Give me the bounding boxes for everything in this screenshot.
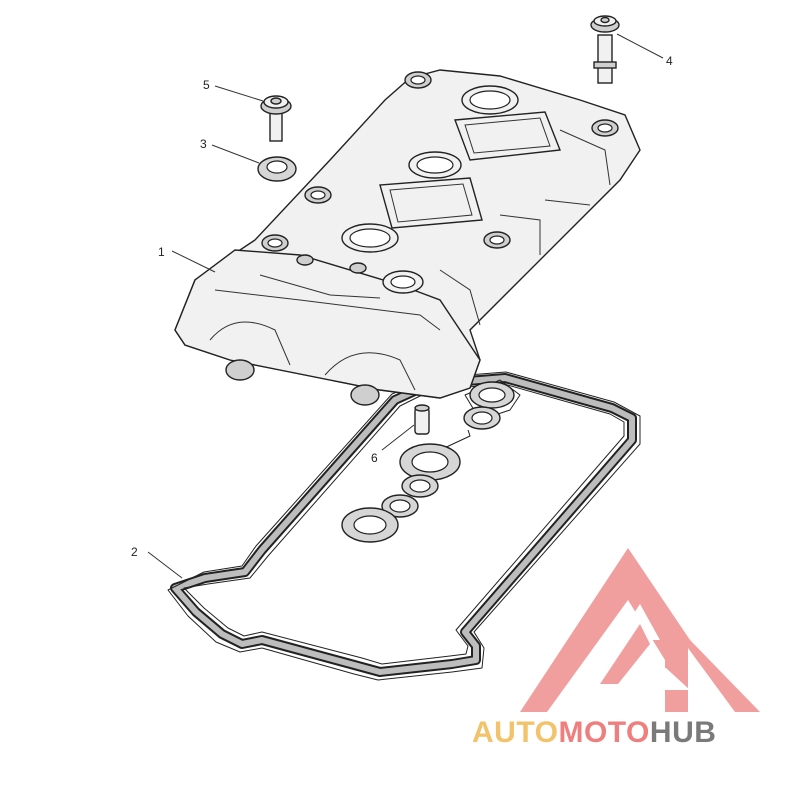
- cover-bolt-short: [260, 95, 292, 142]
- cover-bolt-long: [590, 15, 620, 84]
- valve-cover: [174, 69, 641, 406]
- watermark-hub: HUB: [649, 716, 717, 749]
- valve-cover-gasket: [167, 371, 641, 681]
- watermark-wordmark: AUTOMOTOHUB: [472, 716, 716, 750]
- watermark-moto: MOTO: [558, 716, 650, 749]
- callout-4: 4: [666, 54, 673, 68]
- callout-5: 5: [203, 78, 210, 92]
- spark-plug-seals: [341, 379, 521, 543]
- callout-2: 2: [131, 545, 138, 559]
- leader-lines: [147, 33, 664, 579]
- grommet-washer: [257, 156, 297, 182]
- dowel-pin: [414, 404, 430, 435]
- watermark-auto: AUTO: [472, 716, 559, 749]
- callout-6: 6: [371, 451, 378, 465]
- callout-3: 3: [200, 137, 207, 151]
- callout-1: 1: [158, 245, 165, 259]
- triangle-m-logo-icon: [520, 548, 760, 712]
